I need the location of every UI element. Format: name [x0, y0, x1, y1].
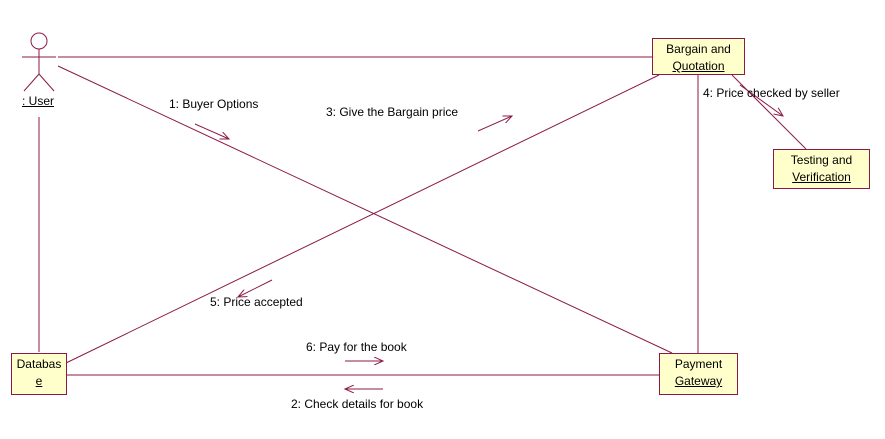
message-label-5: 5: Price accepted — [210, 295, 303, 309]
object-label-line-1: Payment — [674, 357, 723, 371]
message-label-6: 6: Pay for the book — [306, 340, 407, 354]
link-database-bargain — [65, 74, 660, 364]
actor-label: : User — [22, 94, 55, 108]
message-arrow-3 — [477, 116, 512, 132]
message-label-4: 4: Price checked by seller — [703, 86, 840, 100]
object-label-line-2: Gateway — [674, 374, 723, 388]
object-label-line-2: Quotation — [672, 59, 725, 73]
object-label-line-1: Testing and — [790, 153, 853, 167]
message-arrow-1 — [194, 123, 229, 139]
link-bargain-testing — [731, 74, 807, 150]
object-testing-and-verification[interactable]: Testing and Verification — [773, 149, 870, 189]
object-label-line-2: Verification — [792, 170, 851, 184]
message-label-2: 2: Check details for book — [291, 397, 424, 411]
object-bargain-and-quotation[interactable]: Bargain and Quotation — [652, 38, 745, 75]
object-database[interactable]: Databas e — [11, 353, 67, 395]
object-label-line-2: e — [35, 374, 43, 388]
object-label-line-1: Databas — [16, 357, 62, 371]
object-payment-gateway[interactable]: Payment Gateway — [659, 353, 738, 395]
actor-stick-figure — [22, 32, 56, 92]
link-user-payment — [57, 65, 673, 354]
object-label-line-1: Bargain and — [666, 42, 731, 56]
message-label-1: 1: Buyer Options — [169, 97, 259, 111]
message-label-3: 3: Give the Bargain price — [326, 105, 459, 119]
message-arrow-5 — [238, 279, 273, 297]
message-arrow-4 — [739, 84, 783, 116]
